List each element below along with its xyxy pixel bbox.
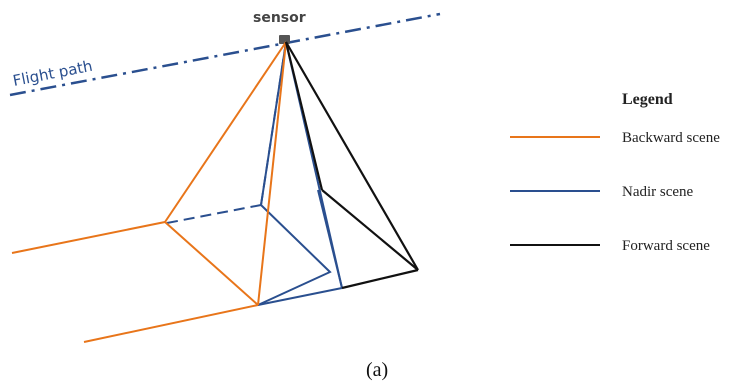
forward-ray-right [285,41,419,271]
nadir-scene [166,41,343,306]
forward-footprint-bottom [341,268,419,290]
backward-ray-right [257,41,287,306]
backward-ground-line-upper [11,221,166,254]
backward-ground-line-lower [83,304,259,343]
legend: Legend Backward scene Nadir scene Forwar… [510,91,720,254]
forward-scene [284,41,419,290]
nadir-footprint-right [317,189,343,289]
sensor-icon [279,35,290,44]
flight-path-line [9,12,441,97]
nadir-footprint-top [166,204,262,224]
legend-label-forward: Forward scene [622,238,710,254]
legend-label-nadir: Nadir scene [622,184,694,200]
sensor-label: sensor [253,10,306,26]
flight-path-label: Flight path [11,57,94,90]
nadir-ray-left [260,41,287,206]
nadir-footprint-bottom [257,287,343,306]
backward-ray-left [164,41,287,223]
forward-ray-left [284,41,324,191]
backward-scene [11,41,287,343]
forward-footprint-top [321,189,419,271]
figure-caption: (a) [366,359,388,381]
legend-label-backward: Backward scene [622,130,720,146]
nadir-footprint-left [257,204,332,306]
backward-footprint-edge [164,221,259,306]
legend-title: Legend [622,91,673,108]
